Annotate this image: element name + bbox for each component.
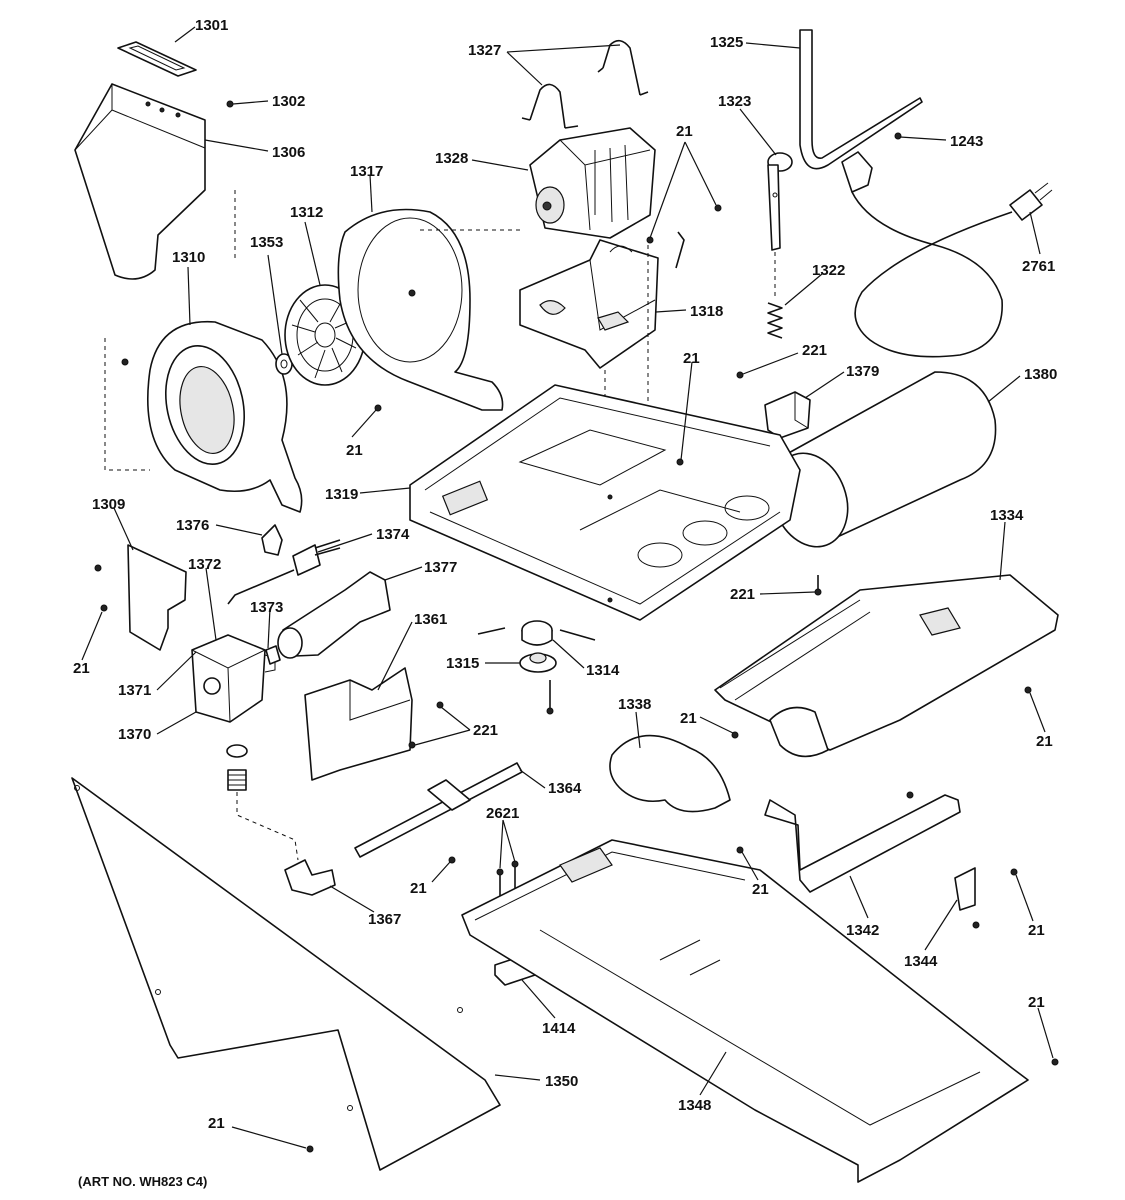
label-2621: 2621	[486, 805, 519, 822]
label-21-support: 21	[752, 881, 769, 898]
label-221-bottom: 221	[730, 586, 755, 603]
part-1323-lever	[767, 152, 793, 251]
part-1350-panel	[71, 777, 501, 1171]
label-21-blower: 21	[346, 442, 363, 459]
label-1367: 1367	[368, 911, 401, 928]
part-1314-thermostat	[477, 620, 596, 646]
label-1323: 1323	[718, 93, 751, 110]
label-21-bracket: 21	[1028, 922, 1045, 939]
screw-221-bottom	[814, 575, 822, 596]
label-1379: 1379	[846, 363, 879, 380]
part-1373-orifice	[265, 645, 281, 665]
label-1350: 1350	[545, 1073, 578, 1090]
part-1379-bracket	[764, 391, 811, 439]
label-21-motor: 21	[676, 123, 693, 140]
part-1310-blower-housing	[147, 320, 303, 513]
label-1373: 1373	[250, 599, 283, 616]
label-1414: 1414	[542, 1020, 576, 1037]
label-1243: 1243	[950, 133, 983, 150]
part-1348-base-frame	[461, 839, 1029, 1183]
part-1327-clips	[521, 39, 649, 129]
screw-1302	[226, 100, 234, 108]
label-1364: 1364	[548, 780, 582, 797]
part-1315-sensor-base	[519, 652, 557, 715]
label-1302: 1302	[272, 93, 305, 110]
valve-fittings	[226, 744, 299, 861]
label-1344: 1344	[904, 953, 938, 970]
label-1361: 1361	[414, 611, 447, 628]
part-1361-bracket	[304, 667, 444, 781]
label-1370: 1370	[118, 726, 151, 743]
label-221-bracket: 221	[473, 722, 498, 739]
label-1376: 1376	[176, 517, 209, 534]
label-1319: 1319	[325, 486, 358, 503]
label-1310: 1310	[172, 249, 205, 266]
label-21-right: 21	[1036, 733, 1053, 750]
assembly-outline-left	[104, 190, 236, 471]
label-21-channel: 21	[680, 710, 697, 727]
label-1301: 1301	[195, 17, 228, 34]
part-1306-duct	[74, 83, 206, 280]
label-21-plate: 21	[73, 660, 90, 677]
part-1328-motor	[529, 127, 656, 239]
art-number: (ART NO. WH823 C4)	[78, 1174, 207, 1189]
part-1370-gas-valve	[191, 634, 276, 723]
part-1317-blower-cover	[337, 208, 504, 411]
label-1306: 1306	[272, 144, 305, 161]
label-1338: 1338	[618, 696, 651, 713]
label-1317: 1317	[350, 163, 383, 180]
label-1371: 1371	[118, 682, 151, 699]
label-21-pipe: 21	[410, 880, 427, 897]
part-1309-plate	[94, 544, 187, 651]
label-1327: 1327	[468, 42, 501, 59]
label-21-panel: 21	[208, 1115, 225, 1132]
label-1348: 1348	[678, 1097, 711, 1114]
label-1325: 1325	[710, 34, 743, 51]
part-1344-bracket	[954, 867, 1018, 929]
part-number-labels: 1301 1302 1306 1317 1312 1310 1353 1327 …	[73, 17, 1057, 1189]
label-2761: 2761	[1022, 258, 1055, 275]
part-2761-power-cord	[851, 182, 1053, 358]
label-221-top: 221	[802, 342, 827, 359]
screw-left-housing	[121, 358, 129, 366]
label-1328: 1328	[435, 150, 468, 167]
label-1334: 1334	[990, 507, 1024, 524]
screw-221-top	[736, 371, 744, 379]
label-1314: 1314	[586, 662, 620, 679]
label-1342: 1342	[846, 922, 879, 939]
label-21-pan: 21	[683, 350, 700, 367]
screw-21-panel	[306, 1145, 314, 1153]
part-1319-base-pan	[409, 384, 801, 621]
part-1243-terminal	[841, 132, 902, 193]
label-1315: 1315	[446, 655, 479, 672]
part-1301-gasket	[117, 41, 197, 77]
part-1377-burner-tube	[277, 571, 391, 659]
screw-21-frame	[1051, 1058, 1059, 1066]
label-1312: 1312	[290, 204, 323, 221]
part-1322-spring	[767, 252, 783, 339]
label-1309: 1309	[92, 496, 125, 513]
label-1353: 1353	[250, 234, 283, 251]
label-1374: 1374	[376, 526, 410, 543]
label-1377: 1377	[424, 559, 457, 576]
part-1374-igniter	[227, 539, 341, 605]
screw-21-blower	[374, 404, 382, 412]
part-1367-fitting	[284, 859, 336, 896]
part-1318-motor-mount	[519, 239, 659, 369]
screws-21-motor	[646, 204, 722, 269]
leader-lines	[81, 26, 1054, 1149]
part-1334-channel	[714, 574, 1059, 758]
label-1318: 1318	[690, 303, 723, 320]
part-1342-support	[736, 791, 961, 893]
label-1372: 1372	[188, 556, 221, 573]
part-1325-rod	[799, 29, 923, 170]
part-1376-clip	[261, 524, 283, 556]
part-1338-elbow	[609, 734, 731, 813]
screws-2621	[496, 860, 519, 900]
label-1322: 1322	[812, 262, 845, 279]
label-1380: 1380	[1024, 366, 1057, 383]
label-21-frame: 21	[1028, 994, 1045, 1011]
